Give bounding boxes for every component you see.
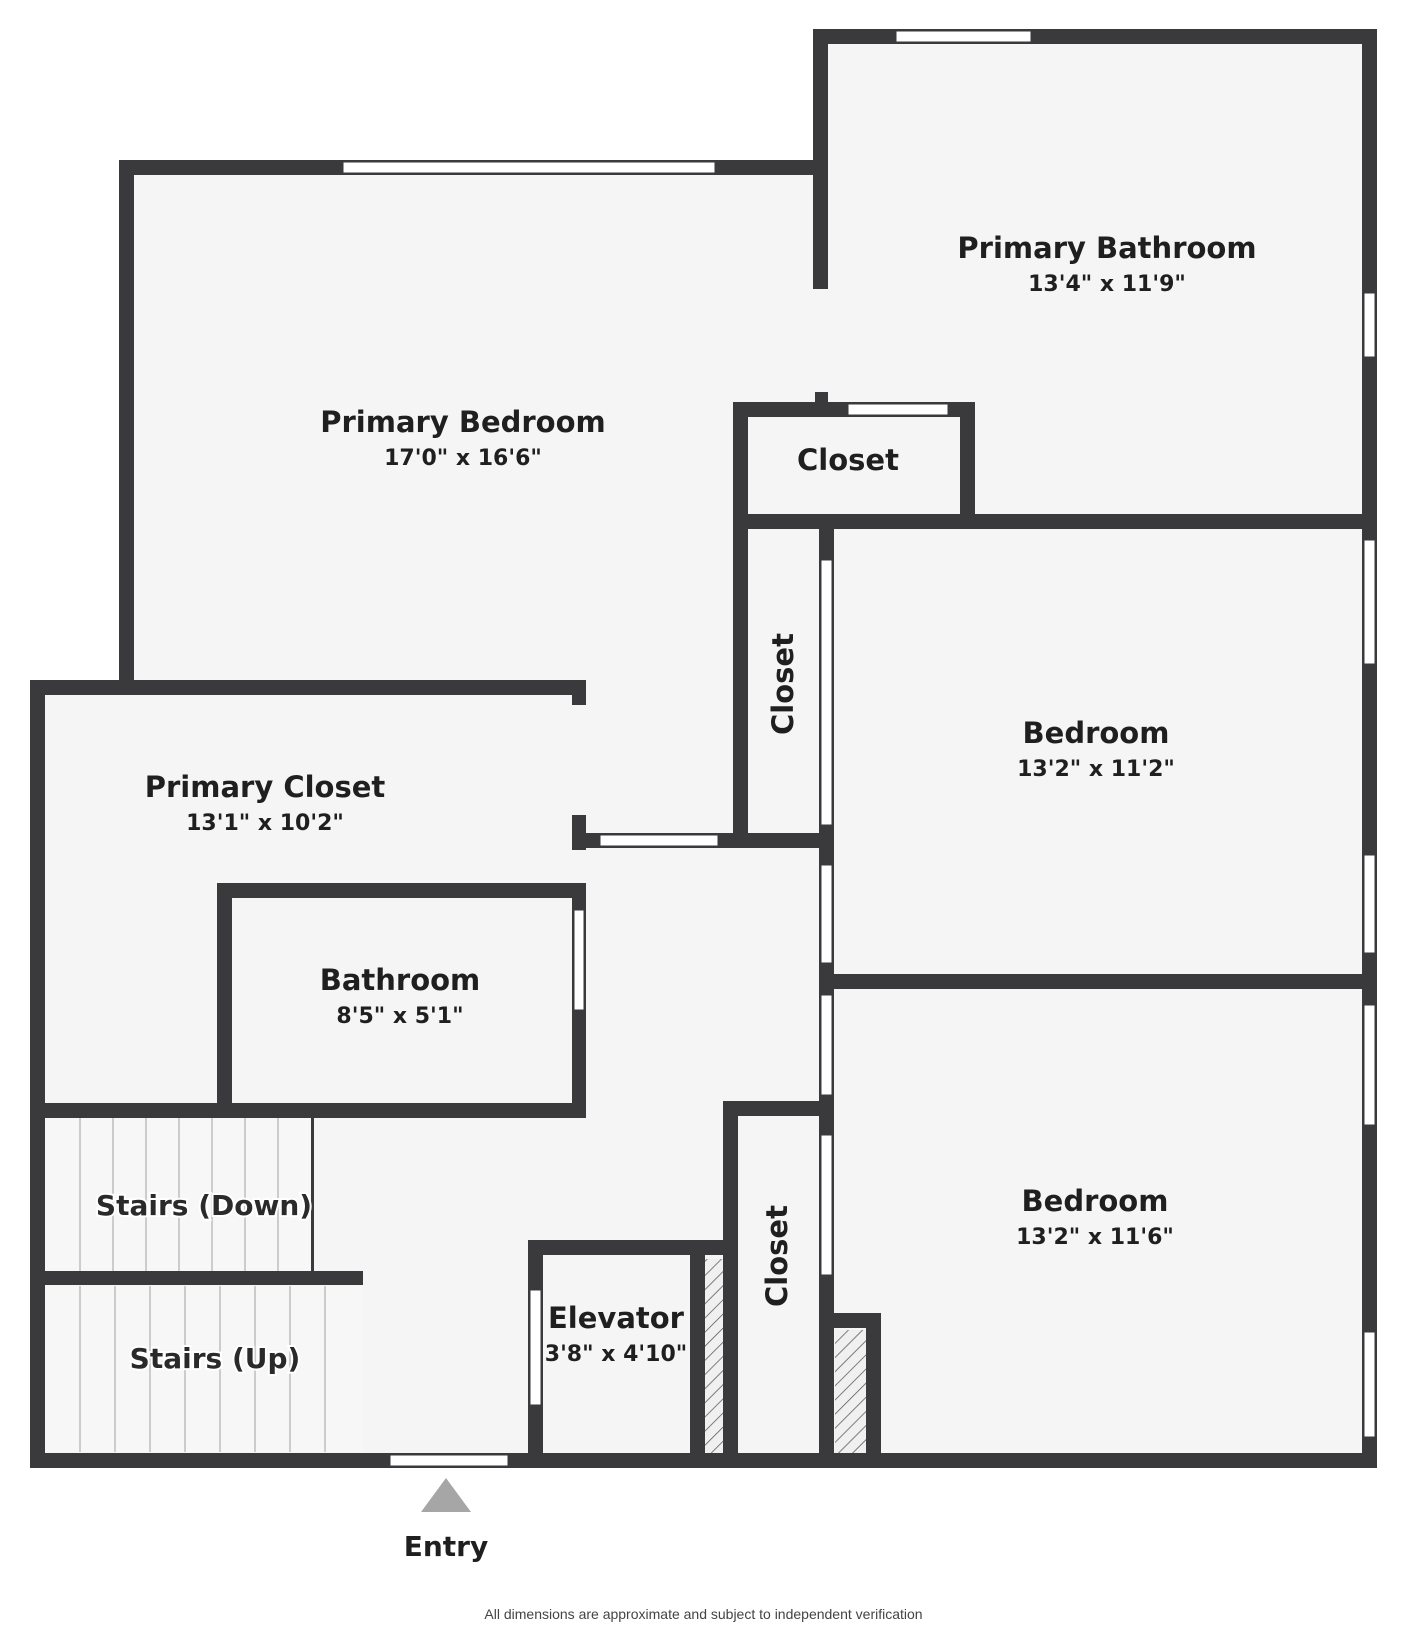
closet-low-name: Closet <box>760 1205 794 1307</box>
entry-label: Entry <box>404 1530 489 1563</box>
elevator-name: Elevator <box>548 1301 685 1335</box>
stairs-down-treads <box>45 1118 313 1272</box>
primary-bedroom-name: Primary Bedroom <box>320 405 605 439</box>
closet-top-name: Closet <box>797 443 899 477</box>
bathroom-name: Bathroom <box>320 963 481 997</box>
elevator-dims: 3'8" x 4'10" <box>545 1342 687 1367</box>
disclaimer-footnote: All dimensions are approximate and subje… <box>484 1606 923 1622</box>
bedroom-1-dims: 13'2" x 11'2" <box>1017 757 1175 782</box>
bedroom-2-dims: 13'2" x 11'6" <box>1016 1225 1174 1250</box>
stairs-up-name: Stairs (Up) <box>130 1342 301 1375</box>
primary-bathroom-dims: 13'4" x 11'9" <box>1028 272 1186 297</box>
primary-bathroom-name: Primary Bathroom <box>957 231 1256 265</box>
stairs-up-treads <box>45 1286 363 1452</box>
bathroom-dims: 8'5" x 5'1" <box>336 1004 463 1029</box>
bedroom-2-name: Bedroom <box>1022 1184 1169 1218</box>
primary-bedroom-dims: 17'0" x 16'6" <box>384 446 542 471</box>
bedroom-1-name: Bedroom <box>1023 716 1170 750</box>
windows <box>342 30 1376 1467</box>
stairs-down-name: Stairs (Down) <box>96 1189 312 1222</box>
primary-closet-dims: 13'1" x 10'2" <box>186 811 344 836</box>
hatched-shaft-right <box>835 1330 870 1453</box>
closet-mid-name: Closet <box>766 633 800 735</box>
entry-arrow-icon <box>421 1478 471 1512</box>
hatched-shaft-left <box>705 1259 723 1453</box>
primary-closet-name: Primary Closet <box>145 770 386 804</box>
floor-areas <box>38 42 1370 1453</box>
